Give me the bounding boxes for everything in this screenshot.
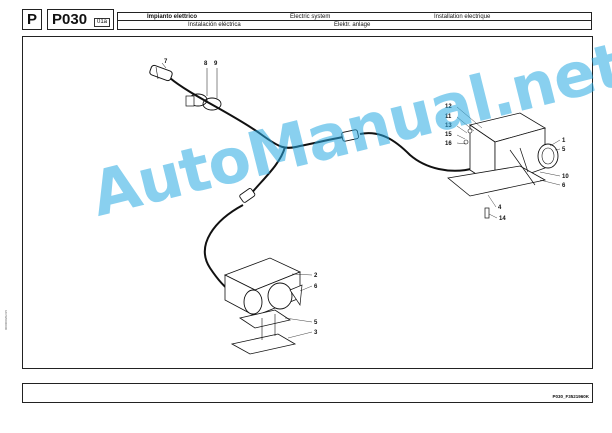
callout-1: 1 xyxy=(562,138,566,144)
side-note: 0000000/02/15 xyxy=(4,309,8,330)
callout-10: 10 xyxy=(562,174,569,180)
callout-6-left: 6 xyxy=(314,284,318,290)
right-lamp-assembly xyxy=(447,112,559,219)
callout-14: 14 xyxy=(499,216,506,222)
title-table: Impianto elettrico Electric system Insta… xyxy=(117,12,592,30)
callout-3: 3 xyxy=(314,330,318,336)
callout-2: 2 xyxy=(314,273,318,279)
callout-16: 16 xyxy=(445,141,452,147)
title-german: Elektr. anlage xyxy=(334,22,371,28)
page-variant: 01a xyxy=(93,18,110,27)
drawing-frame xyxy=(22,36,593,369)
plug-icon xyxy=(149,64,173,82)
connector-icon xyxy=(239,129,359,203)
callout-5-left: 5 xyxy=(314,320,318,326)
callout-7: 7 xyxy=(164,59,168,65)
left-lamp-assembly xyxy=(224,257,303,355)
cable xyxy=(169,77,351,149)
title-french: Installation electrique xyxy=(434,14,491,20)
title-row-2: Instalación eléctrica Elektr. anlage xyxy=(118,21,591,29)
callout-9: 9 xyxy=(214,61,218,67)
title-row-1: Impianto elettrico Electric system Insta… xyxy=(118,13,591,21)
cable-right xyxy=(359,132,476,172)
callout-12: 12 xyxy=(445,104,452,110)
callout-13: 13 xyxy=(445,123,452,129)
cable-clamp-icon xyxy=(185,93,222,111)
title-italian: Impianto elettrico xyxy=(147,14,198,20)
title-english: Electric system xyxy=(290,14,331,20)
footer-reference: P030_F3521960K xyxy=(552,394,589,399)
title-spanish: Instalación eléctrica xyxy=(188,22,241,28)
callout-6: 6 xyxy=(562,183,566,189)
callout-5: 5 xyxy=(562,147,566,153)
footer-frame: P030_F3521960K xyxy=(22,383,593,403)
page-code: P030 xyxy=(52,11,88,28)
callout-15: 15 xyxy=(445,132,452,138)
section-letter: P xyxy=(22,9,42,30)
callout-11: 11 xyxy=(445,114,452,120)
page-code-box: P030 01a xyxy=(47,9,114,30)
callout-4: 4 xyxy=(498,205,502,211)
callout-8: 8 xyxy=(204,61,208,67)
